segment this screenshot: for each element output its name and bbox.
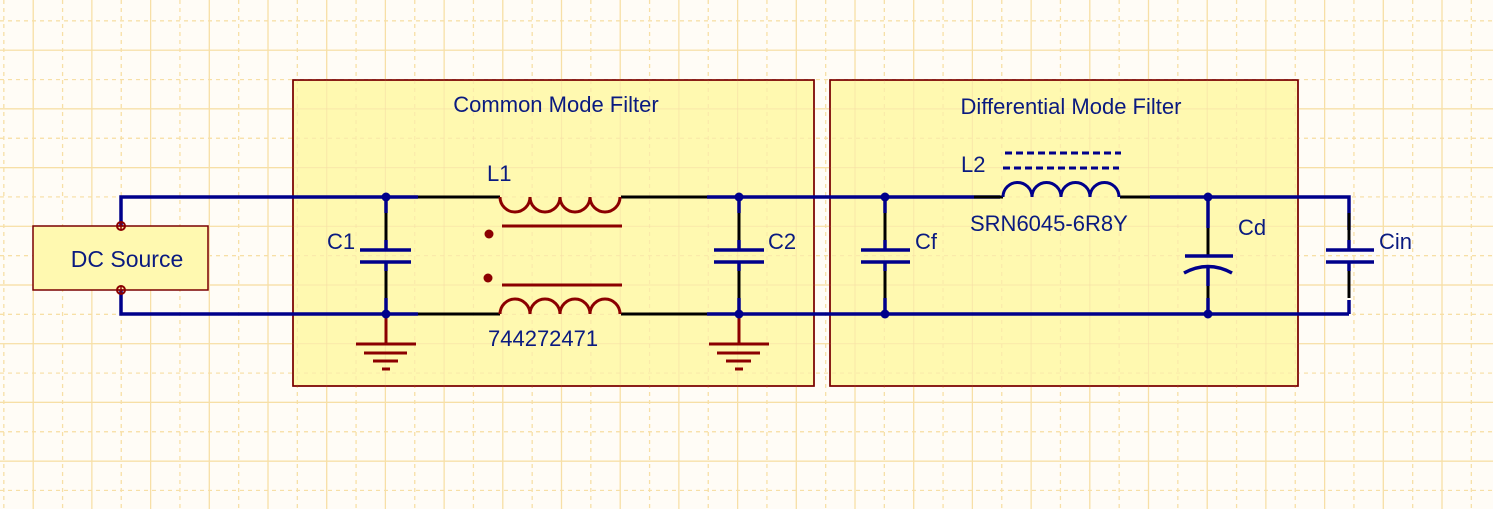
l2-winding [1001,181,1121,198]
ground-c1 [356,314,416,371]
junction-dot [1203,192,1213,202]
common-mode-region-border [292,79,815,387]
junction-dot [880,309,890,319]
l2-designator: L2 [961,152,985,177]
dc-source-label: DC Source [71,246,183,272]
pin-lines [384,195,1351,316]
inductor-l2[interactable]: L2 SRN6045-6R8Y [961,151,1128,236]
junction-dot [381,192,391,202]
common-mode-region[interactable] [292,79,815,387]
cd-designator: Cd [1238,215,1266,240]
capacitor-cin[interactable]: Cin [1326,229,1412,271]
l1-phase-dot-bottom [483,273,493,283]
l1-designator: L1 [487,161,511,186]
l1-part-number: 744272471 [488,326,598,351]
capacitor-c1[interactable]: C1 [327,197,411,314]
common-mode-title: Common Mode Filter [453,92,658,117]
choke-l1[interactable]: L1 744272471 [483,161,623,351]
junction-dot [734,309,744,319]
c1-designator: C1 [327,229,355,254]
l1-phase-dot-top [484,229,494,239]
dc-source[interactable]: DC Source [32,225,209,291]
cin-designator: Cin [1379,229,1412,254]
junction-dot [381,309,391,319]
source-pin-bottom[interactable] [116,285,126,295]
junction-dot [880,192,890,202]
differential-mode-region[interactable] [829,79,1299,387]
capacitor-cf[interactable]: Cf [861,197,938,314]
l1-bottom-winding [498,297,622,315]
cf-designator: Cf [915,229,938,254]
l1-top-winding [498,196,622,214]
c2-designator: C2 [768,229,796,254]
bottom-wire-source [119,290,418,316]
junction-dot [734,192,744,202]
top-wire-source [119,195,418,226]
l2-part-number: SRN6045-6R8Y [970,211,1128,236]
source-pin-top[interactable] [116,221,126,231]
ground-c2 [709,314,769,371]
capacitor-cd[interactable]: Cd [1183,197,1266,314]
differential-mode-region-border [829,79,1299,387]
junction-dot [1203,309,1213,319]
differential-mode-title: Differential Mode Filter [961,94,1182,119]
junctions [381,192,1213,319]
